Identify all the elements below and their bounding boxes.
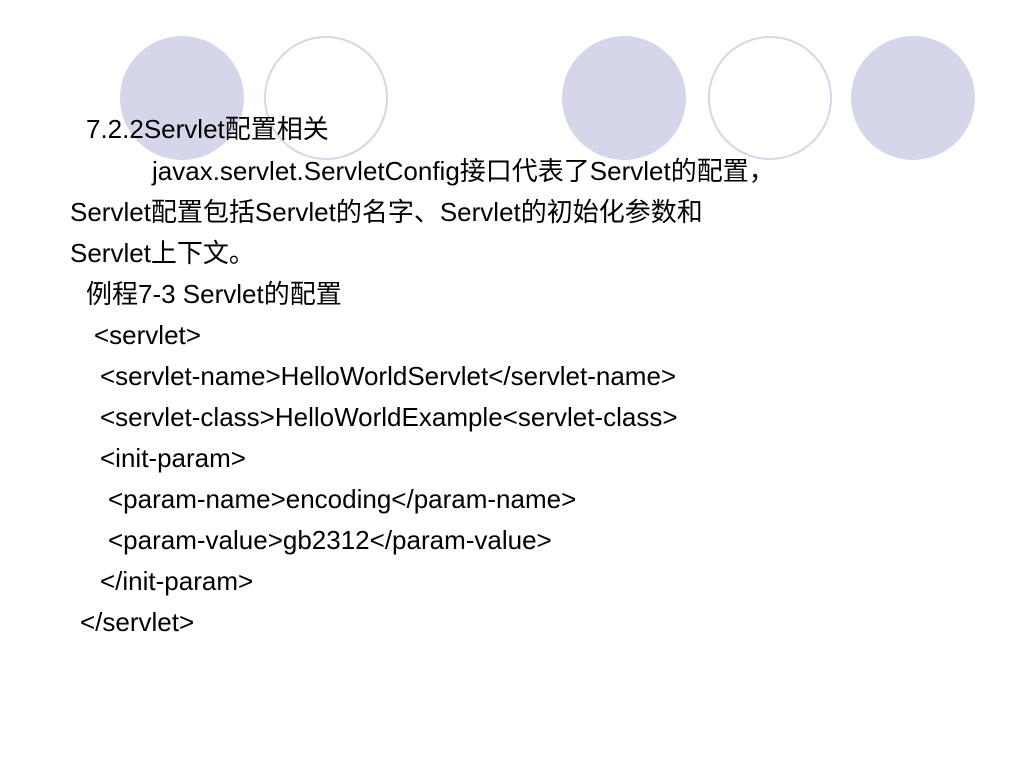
code-line: <servlet-class>HelloWorldExample<servlet… — [100, 402, 678, 432]
code-line: <servlet-name>HelloWorldServlet</servlet… — [100, 361, 677, 391]
code-line: </servlet> — [80, 607, 195, 637]
example-title: 例程7-3 Servlet的配置 — [86, 279, 342, 309]
decorative-circle-outline — [708, 36, 832, 160]
paragraph-line: javax.servlet.ServletConfig接口代表了Servlet的… — [152, 156, 775, 186]
decorative-circle-outline — [264, 36, 388, 160]
code-line: <init-param> — [100, 443, 246, 473]
code-line: <param-name>encoding</param-name> — [108, 484, 577, 514]
decorative-circle-filled — [851, 36, 975, 160]
paragraph-line: Servlet配置包括Servlet的名字、Servlet的初始化参数和 — [70, 197, 703, 227]
decorative-circle-filled — [562, 36, 686, 160]
code-line: </init-param> — [100, 566, 254, 596]
code-line: <param-value>gb2312</param-value> — [108, 525, 552, 555]
code-line: <servlet> — [94, 320, 201, 350]
paragraph-line: Servlet上下文。 — [70, 238, 255, 268]
decorative-circle-filled — [120, 36, 244, 160]
section-heading: 7.2.2Servlet配置相关 — [86, 114, 329, 144]
